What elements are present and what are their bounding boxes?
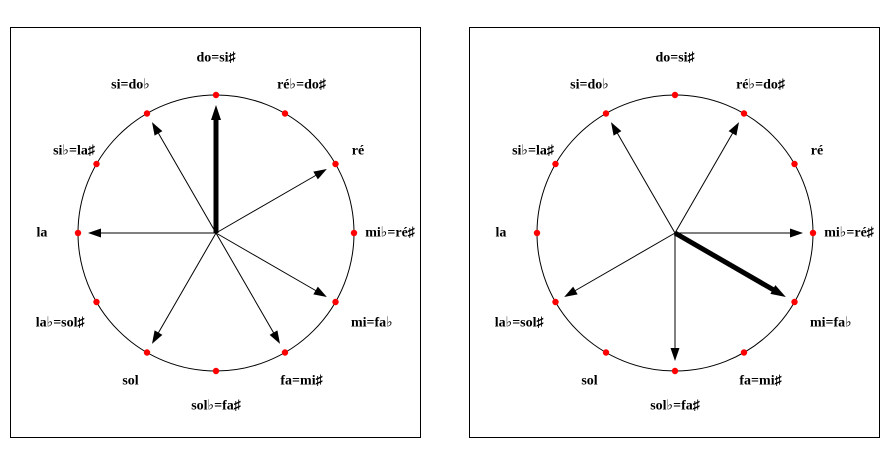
pitch-circle-diagram-left: do=si♯ ré♭=do♯ ré mi♭=ré♯ mi=fa♭ fa=mi♯ sol♭=f… bbox=[36, 51, 416, 414]
interval-arrowhead-5 bbox=[269, 330, 280, 344]
pitch-point-1 bbox=[281, 110, 289, 117]
pitch-point-4 bbox=[791, 298, 798, 306]
interval-arrow-shaft-4 bbox=[215, 232, 317, 292]
interval-arrowhead-8 bbox=[564, 286, 578, 297]
note-label-5: fa=mi♯ bbox=[739, 374, 782, 389]
interval-arrowhead-1 bbox=[728, 122, 739, 136]
pitch-point-8 bbox=[552, 298, 559, 306]
pitch-point-11 bbox=[143, 110, 151, 117]
pitch-point-0 bbox=[671, 91, 679, 99]
note-label-6: sol♭=fa♯ bbox=[650, 399, 701, 414]
note-label-1: ré♭=do♯ bbox=[736, 77, 786, 92]
note-label-10: si♭=la♯ bbox=[512, 144, 555, 159]
interval-arrowhead-4 bbox=[313, 286, 327, 297]
pitch-point-3 bbox=[350, 229, 358, 237]
pitch-point-8 bbox=[93, 298, 100, 306]
pitch-point-6 bbox=[671, 367, 679, 375]
interval-arrow-shaft-2 bbox=[215, 174, 317, 234]
note-label-3: mi♭=ré♯ bbox=[365, 226, 416, 241]
interval-arrow-shaft-4-emphasized bbox=[673, 230, 775, 293]
interval-arrowhead-7 bbox=[152, 330, 163, 344]
note-label-6: sol♭=fa♯ bbox=[191, 399, 242, 414]
note-label-10: si♭=la♯ bbox=[53, 144, 96, 159]
pitch-point-5 bbox=[740, 349, 748, 356]
note-label-11: si=do♭ bbox=[111, 77, 150, 92]
pitch-point-10 bbox=[93, 160, 100, 168]
interval-arrowhead-11 bbox=[611, 122, 622, 136]
interval-arrowhead-2 bbox=[313, 169, 327, 180]
note-label-2: ré bbox=[811, 144, 823, 159]
pitch-point-2 bbox=[332, 160, 339, 168]
interval-arrowhead-0-emphasized bbox=[211, 105, 221, 120]
note-label-4: mi=fa♭ bbox=[810, 316, 852, 331]
pitch-point-10 bbox=[552, 160, 559, 168]
pitch-circle-panel-left: do=si♯ ré♭=do♯ ré mi♭=ré♯ mi=fa♭ fa=mi♯ sol♭=f… bbox=[10, 27, 421, 438]
note-label-9: la bbox=[37, 226, 48, 241]
pitch-point-5 bbox=[281, 349, 289, 356]
interval-arrow-shaft-11 bbox=[157, 132, 217, 234]
pitch-point-3 bbox=[809, 229, 817, 237]
interval-arrowhead-11 bbox=[152, 122, 163, 136]
interval-arrowhead-6 bbox=[670, 348, 680, 361]
pitch-point-4 bbox=[332, 298, 339, 306]
interval-arrow-shaft-5 bbox=[215, 232, 275, 334]
pitch-point-9 bbox=[533, 229, 541, 237]
pitch-point-7 bbox=[143, 349, 151, 356]
interval-arrowhead-4-emphasized bbox=[770, 285, 786, 297]
note-label-4: mi=fa♭ bbox=[351, 316, 393, 331]
pitch-point-1 bbox=[740, 110, 748, 117]
interval-arrowhead-9 bbox=[88, 228, 101, 238]
note-label-9: la bbox=[496, 226, 507, 241]
pitch-point-7 bbox=[602, 349, 610, 356]
note-label-8: la♭=sol♯ bbox=[495, 316, 545, 331]
note-label-5: fa=mi♯ bbox=[280, 374, 323, 389]
note-label-7: sol bbox=[122, 374, 138, 389]
pitch-point-6 bbox=[212, 367, 220, 375]
note-label-1: ré♭=do♯ bbox=[277, 77, 327, 92]
interval-arrow-shaft-11 bbox=[616, 132, 676, 234]
interval-arrowhead-3 bbox=[790, 228, 803, 238]
pitch-point-11 bbox=[602, 110, 610, 117]
interval-arrow-shaft-7 bbox=[157, 232, 217, 334]
note-label-0: do=si♯ bbox=[196, 51, 236, 66]
note-label-7: sol bbox=[581, 374, 597, 389]
interval-arrow-shaft-8 bbox=[574, 232, 676, 292]
pitch-circle-diagram-right: do=si♯ ré♭=do♯ ré mi♭=ré♯ mi=fa♭ fa=mi♯ sol♭=f… bbox=[495, 51, 875, 414]
note-label-8: la♭=sol♯ bbox=[36, 316, 86, 331]
note-label-2: ré bbox=[352, 144, 364, 159]
pitch-point-0 bbox=[212, 91, 220, 99]
note-label-0: do=si♯ bbox=[655, 51, 695, 66]
note-label-3: mi♭=ré♯ bbox=[824, 226, 875, 241]
pitch-circle-panel-right: do=si♯ ré♭=do♯ ré mi♭=ré♯ mi=fa♭ fa=mi♯ sol♭=f… bbox=[469, 27, 880, 438]
pitch-point-9 bbox=[74, 229, 82, 237]
pitch-point-2 bbox=[791, 160, 798, 168]
note-label-11: si=do♭ bbox=[570, 77, 609, 92]
interval-arrow-shaft-1 bbox=[674, 132, 734, 234]
